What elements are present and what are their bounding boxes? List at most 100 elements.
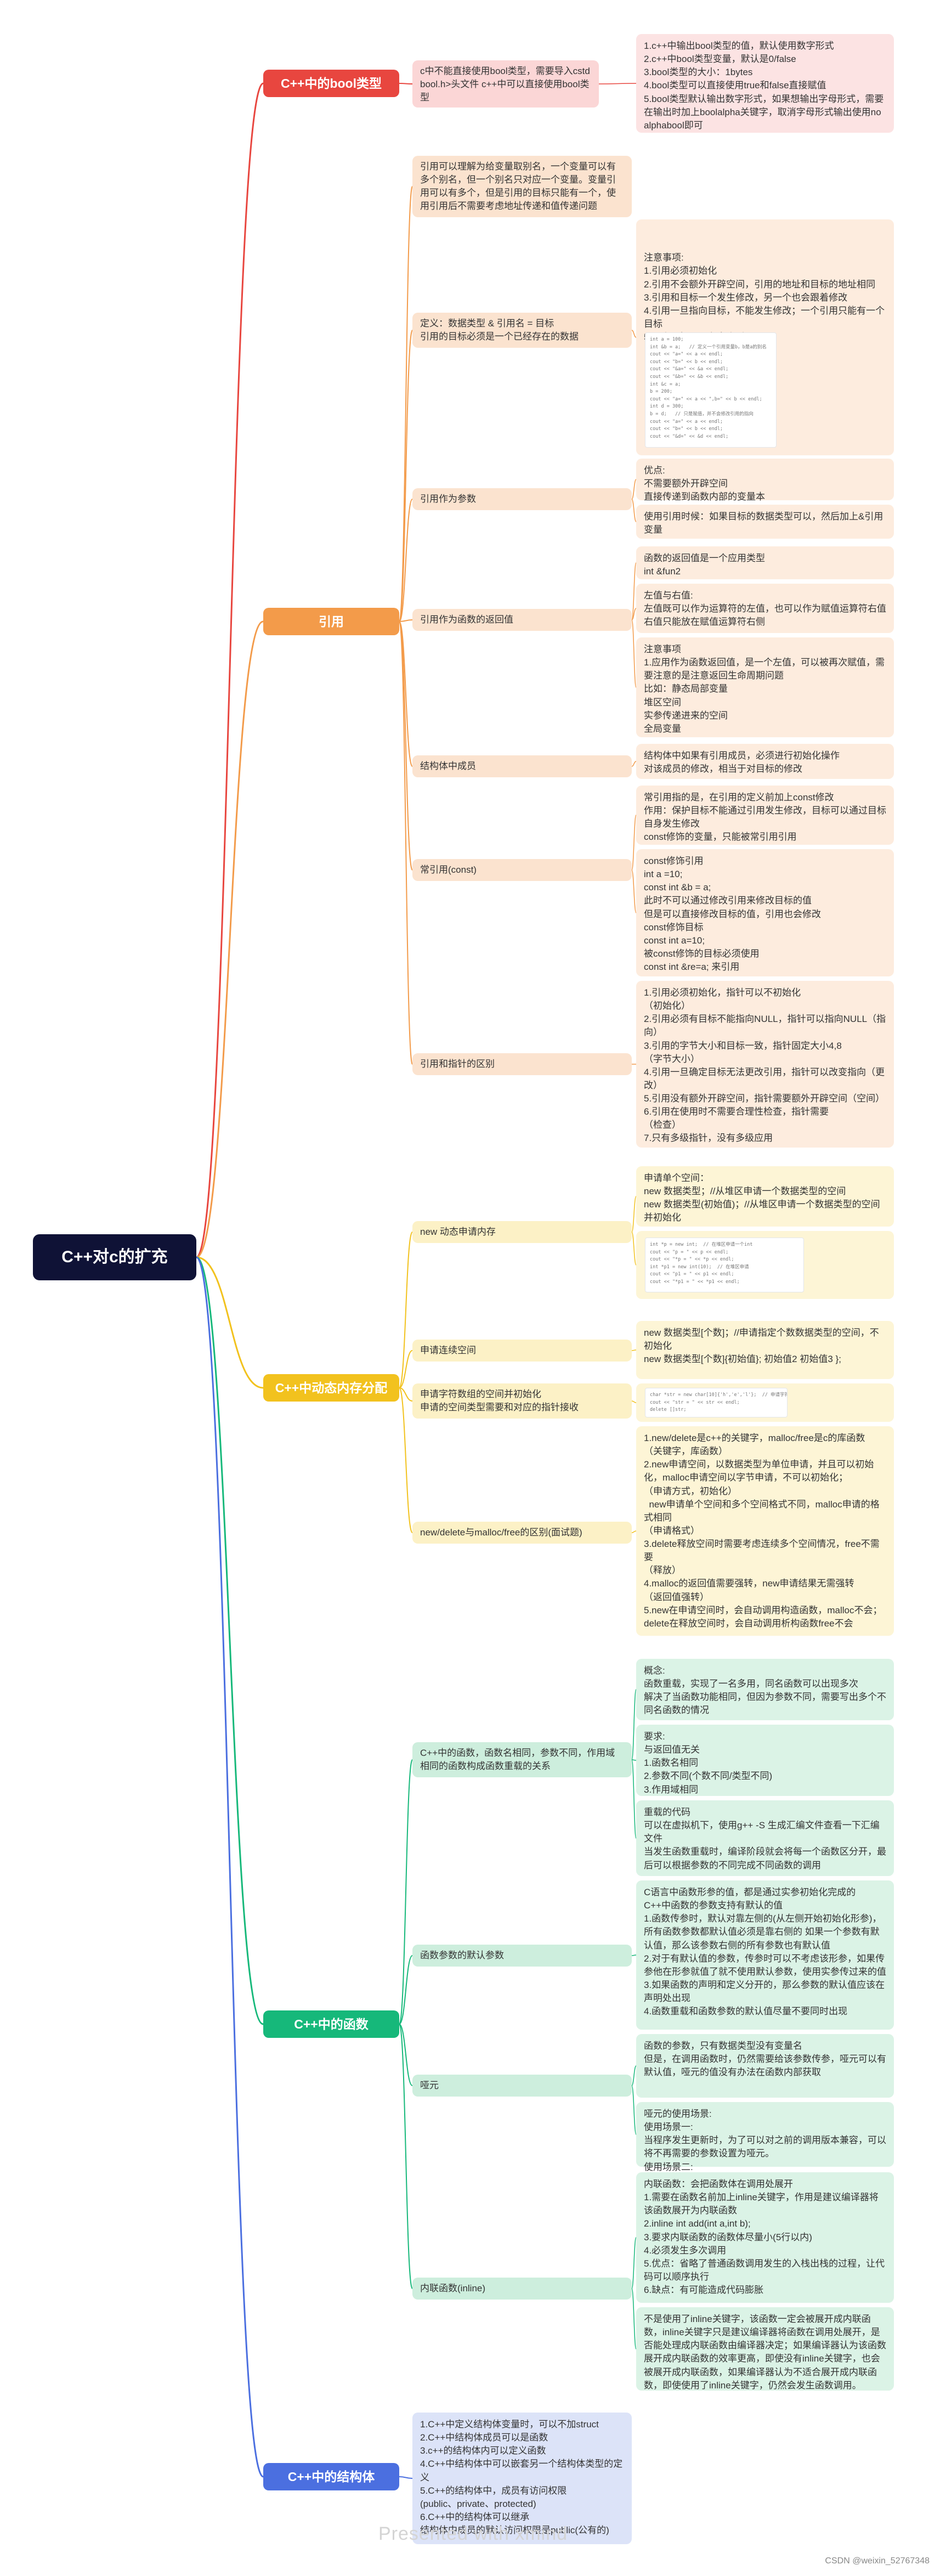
ref-code-line: cout << "a=" << a << ",b=" << b << endl;	[650, 396, 762, 402]
connector-ref-definition-notes	[631, 330, 637, 338]
ref-const-examples[interactable]: const修饰引用 int a =10; const int &b = a; 此…	[636, 849, 894, 976]
root-node[interactable]: C++对c的扩充	[33, 1234, 196, 1280]
connector-func-inline-note	[631, 2288, 637, 2349]
func-default-args-rules[interactable]: C语言中函数形参的值，都是通过实参初始化完成的 C++中函数的参数支持有默认的值…	[636, 1880, 894, 2030]
connector-ref-return-lvalue	[631, 608, 637, 620]
branch-struct[interactable]: C++中的结构体	[263, 2463, 399, 2490]
connector-func-overload-concept	[631, 1689, 637, 1760]
connector-struct-features	[399, 2476, 413, 2479]
ref-vs-pointer-list[interactable]: 1.引用必须初始化，指针可以不初始化 （初始化） 2.引用必须有目标不能指向NU…	[636, 981, 894, 1148]
connector-branch-dynamic-memory	[196, 1256, 264, 1389]
func-overload-concept[interactable]: 概念: 函数重载，实现了一名多用，同名函数可以出现多次 解决了当函数功能相同，但…	[636, 1659, 894, 1720]
mem-char-array[interactable]: 申请字符数组的空间并初始化 申请的空间类型需要和对应的指针接收	[412, 1383, 632, 1419]
struct-features[interactable]: 1.C++中定义结构体变量时，可以不加struct 2.C++中结构体成员可以是…	[412, 2413, 632, 2544]
func-inline[interactable]: 内联函数(inline)	[412, 2278, 632, 2300]
ref-code-line: cout << "b=" << b << endl;	[650, 359, 723, 365]
connector-mem-contiguous	[399, 1350, 413, 1388]
mem-new-vs-malloc[interactable]: new/delete与malloc/free的区别(面试题)	[412, 1522, 632, 1544]
ref-as-return[interactable]: 引用作为函数的返回值	[412, 609, 632, 631]
mem-contiguous-note[interactable]: new 数据类型[个数]；//申请指定个数数据类型的空间，不初始化 new 数据…	[636, 1321, 894, 1379]
connector-ref-const-examples	[631, 869, 637, 913]
ref-code-line: cout << "a=" << a << endl;	[650, 352, 723, 358]
mem-new-single[interactable]: 申请单个空间： new 数据类型；//从堆区申请一个数据类型的空间 new 数据…	[636, 1166, 894, 1227]
bool-description[interactable]: c中不能直接使用bool类型，需要导入cstdbool.h>头文件 c++中可以…	[412, 60, 599, 108]
ref-return-lvalue[interactable]: 左值与右值: 左值既可以作为运算符的左值，也可以作为赋值运算符右值 右值只能放在…	[636, 584, 894, 633]
ref-vs-pointer[interactable]: 引用和指针的区别	[412, 1053, 632, 1075]
ref-return-notes[interactable]: 注意事项 1.应用作为函数返回值，是一个左值，可以被再次赋值，需要注意的是注意返…	[636, 637, 894, 737]
mem-arr-code-line: delete []str;	[650, 1407, 687, 1413]
branch-reference[interactable]: 引用	[263, 608, 399, 635]
credit-text: CSDN @weixin_52767348	[825, 2556, 930, 2566]
connector-mem-char-array-code-box	[631, 1400, 637, 1403]
mem-new-code: int *p = new int; // 在堆区申请一个int cout << "…	[645, 1238, 804, 1292]
ref-definition[interactable]: 定义：数据类型 & 引用名 = 目标 引用的目标必须是一个已经存在的数据	[412, 313, 632, 348]
connector-bool-description	[399, 83, 413, 84]
func-inline-note[interactable]: 不是使用了inline关键字，该函数一定会被展开成内联函数，inline关键字只…	[636, 2307, 894, 2391]
connector-ref-const	[399, 621, 413, 871]
branch-bool[interactable]: C++中的bool类型	[263, 70, 399, 97]
ref-intro[interactable]: 引用可以理解为给变量取别名，一个变量可以有多个别名，但一个别名只对应一个变量。变…	[412, 156, 632, 217]
connector-mem-new-vs-malloc-list	[631, 1530, 637, 1533]
connector-func-dummy-param	[399, 2024, 413, 2086]
ref-return-type[interactable]: 函数的返回值是一个应用类型 int &fun2	[636, 546, 894, 579]
ref-code-line: int &b = a; // 定义一个引用变量b，b是a的别名	[650, 344, 767, 350]
ref-param-advantages[interactable]: 优点: 不需要额外开辟空间 直接传递到函数内部的变量本	[636, 459, 894, 502]
ref-struct-member[interactable]: 结构体中成员	[412, 755, 632, 777]
connector-mem-new	[399, 1231, 413, 1388]
connector-mem-char-array	[399, 1387, 413, 1402]
mem-char-array-code: char *str = new char[10]{'h','e','l'}; /…	[645, 1388, 788, 1417]
connector-ref-struct-member-note	[631, 761, 637, 767]
connector-func-dummy-param-desc	[631, 2065, 637, 2086]
connector-ref-as-parameter	[399, 499, 413, 622]
func-overload-code-note[interactable]: 重载的代码 可以在虚拟机下，使用g++ -S 生成汇编文件查看一下汇编文件 当发…	[636, 1800, 894, 1876]
ref-definition-code: int a = 100; int &b = a; // 定义一个引用变量b，b是a…	[645, 332, 777, 448]
connector-ref-vs-pointer	[399, 621, 413, 1065]
ref-param-usage[interactable]: 使用引用时候：如果目标的数据类型可以，然后加上&引用变量	[636, 505, 894, 539]
ref-struct-member-note[interactable]: 结构体中如果有引用成员，必须进行初始化操作 对该成员的修改，相当于对目标的修改	[636, 744, 894, 779]
connector-bool-details	[598, 83, 637, 84]
connector-mem-new-vs-malloc	[399, 1387, 413, 1533]
mem-arr-code-line: cout << "str = " << str << endl;	[650, 1399, 740, 1405]
connector-ref-param-usage	[631, 499, 637, 522]
func-dummy-param[interactable]: 哑元	[412, 2075, 632, 2097]
connector-branch-reference	[196, 620, 264, 1258]
func-dummy-param-desc[interactable]: 函数的参数，只有数据类型没有变量名 但是，在调用函数时，仍然需要给该参数传参，哑…	[636, 2034, 894, 2098]
bool-details[interactable]: 1.c++中输出bool类型的值，默认使用数字形式 2.c++中bool类型变量…	[636, 34, 894, 133]
func-overload-requirements[interactable]: 要求: 与返回值无关 1.函数名相同 2.参数不同(个数不同/类型不同) 3.作…	[636, 1725, 894, 1796]
mem-new-code-line: cout << "*p = " << *p << endl;	[650, 1257, 734, 1263]
mem-new[interactable]: new 动态申请内存	[412, 1221, 632, 1243]
ref-const[interactable]: 常引用(const)	[412, 859, 632, 881]
connector-mem-new-single	[631, 1196, 637, 1233]
ref-code-line: int a = 100;	[650, 337, 684, 342]
connector-ref-return-type	[631, 562, 637, 620]
mem-new-code-line: int *p = new int; // 在堆区申请一个int	[650, 1242, 753, 1247]
func-dummy-param-usage[interactable]: 哑元的使用场景: 使用场景一: 当程序发生更新时，为了可以对之前的调用版本兼容，…	[636, 2102, 894, 2185]
mem-arr-code-line: char *str = new char[10]{'h','e','l'}; /…	[650, 1392, 787, 1398]
func-inline-desc[interactable]: 内联函数：会把函数体在调用处展开 1.需要在函数名前加上inline关键字，作用…	[636, 2172, 894, 2303]
connector-branch-bool	[196, 82, 264, 1258]
ref-as-parameter[interactable]: 引用作为参数	[412, 488, 632, 510]
mem-new-vs-malloc-list[interactable]: 1.new/delete是c++的关键字，malloc/free是c的库函数 （…	[636, 1426, 894, 1636]
ref-const-purpose[interactable]: 常引用指的是，在引用的定义前加上const修改 作用：保护目标不能通过引用发生修…	[636, 786, 894, 845]
ref-code-line: cout << "&a=" << &a << endl;	[650, 366, 729, 372]
mem-contiguous[interactable]: 申请连续空间	[412, 1340, 632, 1362]
func-default-args[interactable]: 函数参数的默认参数	[412, 1945, 632, 1967]
ref-definition-notes-text: 注意事项: 1.引用必须初始化 2.引用不会额外开辟空间，引用的地址和目标的地址…	[644, 252, 885, 342]
ref-code-line: cout << "a=" << a << endl;	[650, 419, 723, 425]
connector-func-default-args-rules	[631, 1954, 637, 1956]
connector-func-default-args	[399, 1955, 413, 2025]
ref-code-line: int d = 300;	[650, 404, 684, 410]
connector-branch-functions	[196, 1256, 264, 2025]
ref-code-line: cout << "b=" << b << endl;	[650, 426, 723, 432]
mem-new-code-line: cout << "*p1 = " << *p1 << endl;	[650, 1279, 740, 1285]
mem-new-code-line: cout << "p1 = " << p1 << endl;	[650, 1272, 734, 1278]
func-overload[interactable]: C++中的函数，函数名相同，参数不同，作用域相同的函数构成函数重载的关系	[412, 1742, 632, 1777]
connector-func-inline	[399, 2024, 413, 2289]
connector-ref-return-notes	[631, 619, 637, 688]
connector-func-overload-code-note	[631, 1759, 637, 1839]
branch-dynamic-memory[interactable]: C++中动态内存分配	[263, 1374, 399, 1402]
connector-ref-struct-member	[399, 621, 413, 767]
branch-functions[interactable]: C++中的函数	[263, 2010, 399, 2038]
mem-new-code-line: int *p1 = new int(10); // 在堆区申请	[650, 1264, 749, 1270]
